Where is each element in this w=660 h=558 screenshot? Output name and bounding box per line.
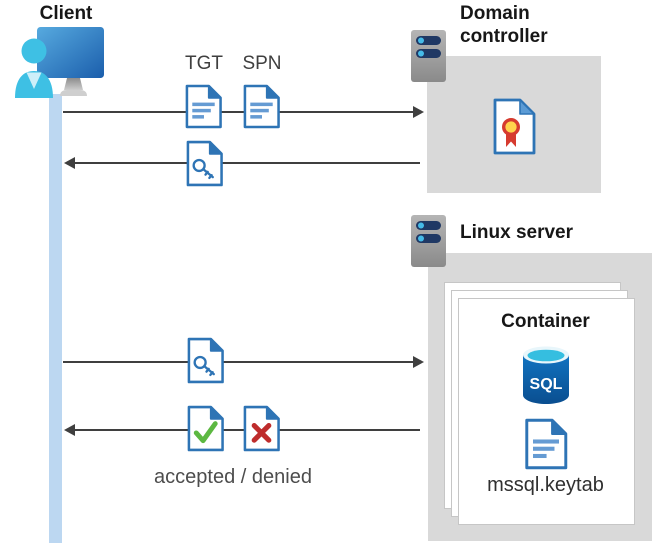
linux-server-title: Linux server [460, 222, 573, 243]
arrow-client-to-dc [63, 106, 424, 118]
arrowhead-right-icon [413, 356, 424, 368]
sql-badge-label: SQL [530, 376, 563, 393]
container-title: Container [501, 311, 590, 332]
sql-database-icon: SQL [520, 345, 572, 405]
arrowhead-left-icon [64, 157, 75, 169]
certificate-document-icon [492, 98, 537, 155]
client-title: Client [39, 3, 93, 24]
tgt-document-icon [184, 84, 223, 129]
x-document-icon [242, 405, 281, 452]
arrowhead-right-icon [413, 106, 424, 118]
arrowhead-left-icon [64, 424, 75, 436]
arrow-dc-to-client [64, 157, 420, 169]
spn-label: SPN [242, 53, 282, 74]
check-document-icon [186, 405, 225, 452]
arrow-client-to-linux [63, 356, 424, 368]
accepted-denied-label: accepted / denied [154, 466, 312, 488]
dc-server-rack-icon [410, 29, 447, 83]
client-lifeline [49, 94, 62, 543]
tgt-label: TGT [185, 53, 223, 74]
container-card [458, 298, 635, 525]
workstation-user-icon [10, 26, 106, 98]
key-document-icon-2 [186, 337, 225, 384]
spn-document-icon [242, 84, 281, 129]
linux-server-rack-icon [410, 214, 447, 268]
keytab-label: mssql.keytab [487, 474, 604, 496]
key-document-icon [185, 140, 224, 187]
keytab-document-icon [522, 418, 570, 470]
domain-controller-title: Domain controller [460, 3, 548, 48]
